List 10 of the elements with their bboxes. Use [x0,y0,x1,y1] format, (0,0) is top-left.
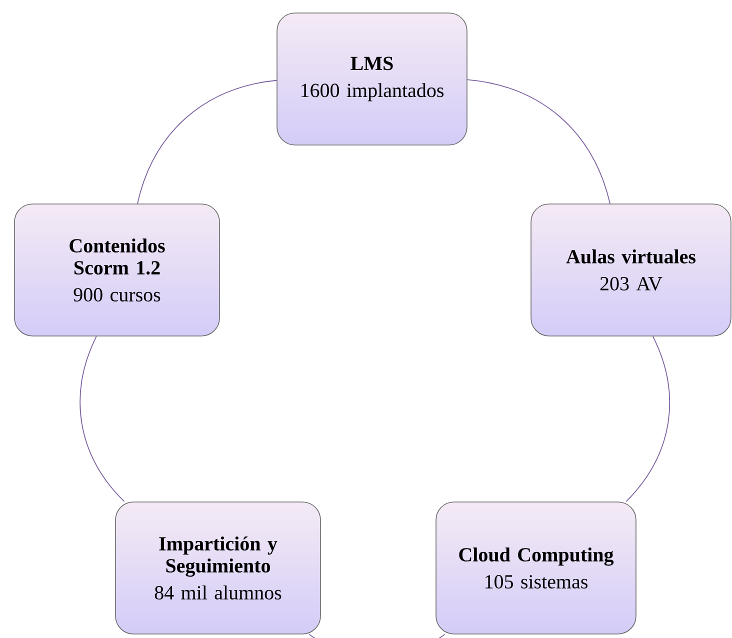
connector-arc [80,336,125,502]
process-box: Cloud Computing 105 sistemas [436,502,636,634]
process-box: LMS 1600 implantados [276,12,468,146]
connector-arc [137,80,278,204]
connector-arc [308,634,446,638]
process-box: Contenidos Scorm 1.2 900 cursos [14,204,220,336]
connector-arc [466,79,610,204]
process-box: Aulas virtuales 203 AV [530,204,732,336]
process-box: Impartición y Seguimiento 84 mil alumnos [115,502,321,634]
connector-arc [626,336,670,502]
